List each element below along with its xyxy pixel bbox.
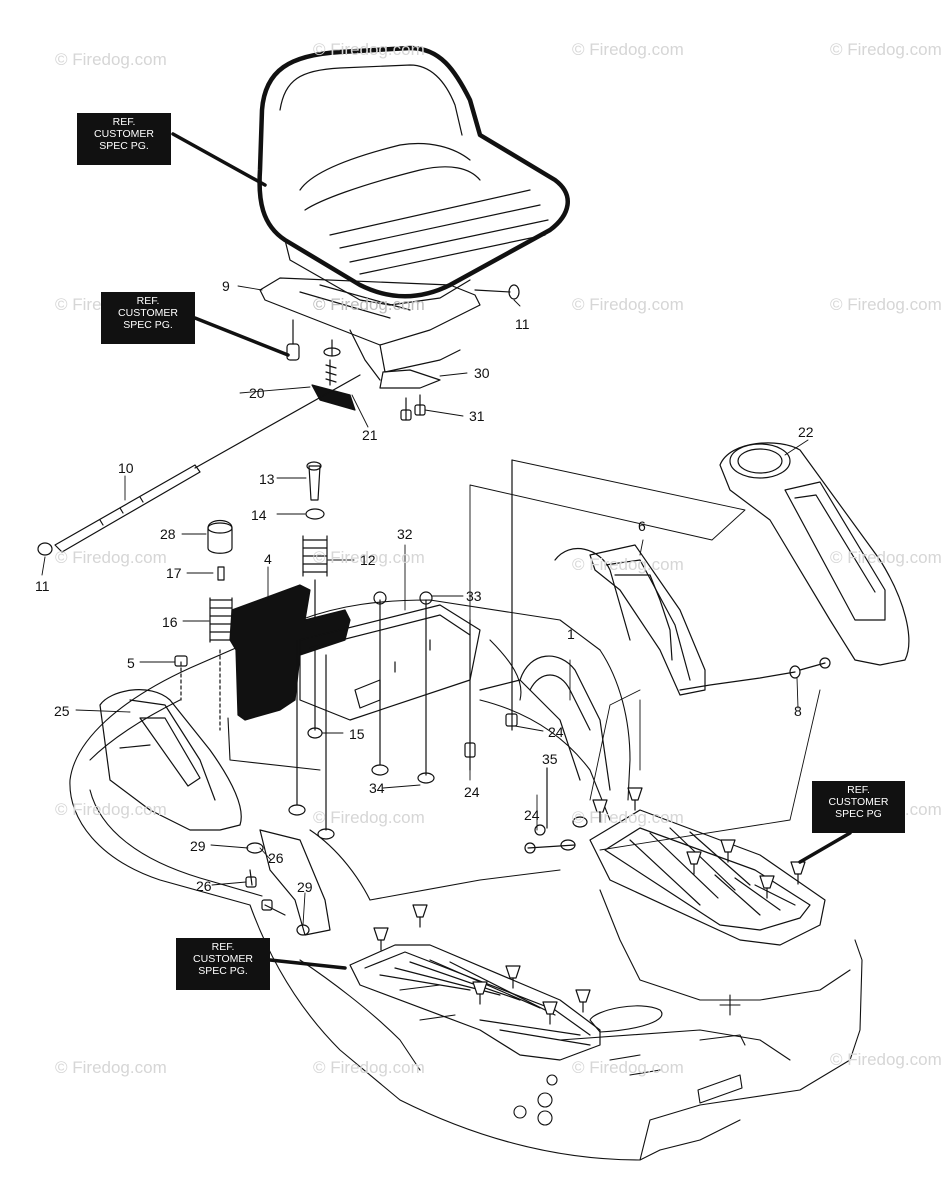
- frame-outline: [69, 599, 863, 1161]
- callout-11b: 11: [35, 578, 50, 594]
- callout-13: 13: [259, 471, 275, 487]
- ref-line: SPEC PG.: [123, 319, 173, 331]
- side-bracket: [245, 829, 331, 936]
- watermark: © Firedog.com: [313, 808, 425, 827]
- watermark: © Firedog.com: [572, 808, 684, 827]
- callout-16: 16: [162, 614, 178, 630]
- watermark: © Firedog.com: [572, 295, 684, 314]
- ref-line: SPEC PG: [835, 808, 882, 820]
- ref-line: CUSTOMER: [828, 796, 889, 808]
- right-footrest-screws: [592, 787, 806, 899]
- callout-26b: 26: [196, 878, 212, 894]
- left-footrest-screws: [373, 904, 591, 1025]
- fender-body: [479, 548, 631, 791]
- ref-line: REF.: [112, 116, 136, 128]
- seat-bracket: [229, 584, 351, 721]
- callout-30: 30: [474, 365, 490, 381]
- callout-29b: 29: [297, 879, 313, 895]
- ref-line: REF.: [211, 941, 235, 953]
- callout-26a: 26: [268, 850, 284, 866]
- callout-25: 25: [54, 703, 70, 719]
- callout-6: 6: [638, 518, 646, 534]
- watermark: © Firedog.com: [313, 295, 425, 314]
- watermark: © Firedog.com: [55, 50, 167, 69]
- watermark: © Firedog.com: [313, 40, 425, 59]
- left-fender: [99, 689, 242, 831]
- ref-customer-spec-box: REF. CUSTOMER SPEC PG.: [77, 113, 171, 165]
- callout-10: 10: [118, 460, 134, 476]
- watermark: © Firedog.com: [313, 1058, 425, 1077]
- seat-pod: [719, 442, 910, 666]
- seat-pan: [259, 277, 481, 381]
- callout-17: 17: [166, 565, 182, 581]
- ref-line: REF.: [136, 295, 160, 307]
- pivot-rod: [37, 374, 361, 556]
- leader-lines: [41, 132, 852, 970]
- callout-9: 9: [222, 278, 230, 294]
- ref-customer-spec-box: REF. CUSTOMER SPEC PG.: [176, 938, 270, 990]
- watermark: © Firedog.com: [572, 555, 684, 574]
- seat: [257, 45, 570, 306]
- callout-1: 1: [567, 626, 575, 642]
- ref-customer-spec-box: REF. CUSTOMER SPEC PG: [812, 781, 905, 833]
- callout-24a: 24: [548, 724, 564, 740]
- watermark: © Firedog.com: [55, 1058, 167, 1077]
- control-cable: [679, 657, 831, 691]
- ref-line: CUSTOMER: [193, 953, 253, 965]
- callout-5: 5: [127, 655, 135, 671]
- ref-line: CUSTOMER: [118, 307, 178, 319]
- callout-29a: 29: [190, 838, 206, 854]
- callout-31: 31: [469, 408, 485, 424]
- left-footrest: [349, 944, 601, 1061]
- right-fender-cover: [589, 544, 706, 696]
- callout-14: 14: [251, 507, 267, 523]
- watermark: © Firedog.com: [830, 295, 942, 314]
- watermark: © Firedog.com: [830, 548, 942, 567]
- callout-11: 11: [515, 316, 530, 332]
- ref-line: SPEC PG.: [198, 965, 248, 977]
- callout-12: 12: [360, 552, 376, 568]
- callout-24b: 24: [464, 784, 480, 800]
- seat-spring: [302, 461, 328, 731]
- callout-28: 28: [160, 526, 176, 542]
- fasteners: [174, 459, 518, 840]
- callout-34: 34: [369, 780, 385, 796]
- watermark: © Firedog.com: [830, 40, 942, 59]
- callout-4: 4: [264, 551, 272, 567]
- watermark: © Firedog.com: [830, 1050, 942, 1069]
- watermark: © Firedog.com: [55, 800, 167, 819]
- ref-customer-spec-box: REF. CUSTOMER SPEC PG.: [101, 292, 195, 344]
- callout-32: 32: [397, 526, 413, 542]
- watermark: © Firedog.com: [313, 548, 425, 567]
- rear-hardware: [524, 767, 588, 854]
- callout-24c: 24: [524, 807, 540, 823]
- right-footrest: [589, 809, 826, 946]
- callout-33: 33: [466, 588, 482, 604]
- ref-line: SPEC PG.: [99, 140, 149, 152]
- watermark: © Firedog.com: [572, 40, 684, 59]
- watermark: © Firedog.com: [55, 548, 167, 567]
- callout-22: 22: [798, 424, 814, 440]
- callout-35: 35: [542, 751, 558, 767]
- bumper-spring: [207, 519, 233, 731]
- watermark: © Firedog.com: [572, 1058, 684, 1077]
- seat-hardware: [286, 284, 520, 421]
- ref-line: REF.: [847, 784, 870, 796]
- ref-line: CUSTOMER: [94, 128, 154, 140]
- callout-21: 21: [362, 427, 378, 443]
- callout-15: 15: [349, 726, 365, 742]
- callout-20: 20: [249, 385, 265, 401]
- callout-8: 8: [794, 703, 802, 719]
